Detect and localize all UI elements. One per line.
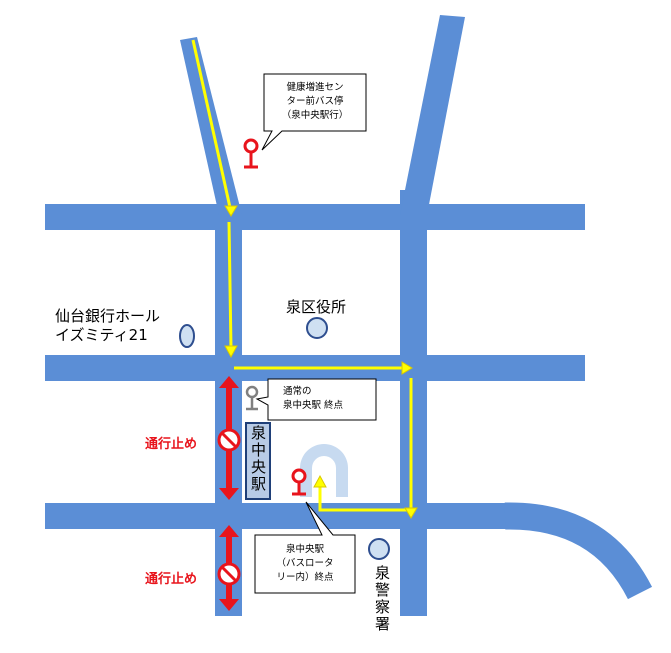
hall-label-line-2: イズミティ21 bbox=[55, 326, 148, 344]
callout-rotary-bubble bbox=[254, 501, 356, 594]
closure-label-lower: 通行止め bbox=[145, 572, 198, 587]
callout-normal-line-2: 泉中央駅 終点 bbox=[283, 400, 344, 411]
closure-label-upper: 通行止め bbox=[145, 437, 198, 452]
police-label: 泉警察署 bbox=[373, 565, 391, 633]
route-segment-back bbox=[318, 485, 408, 512]
callout-rotary-line-2: （バスロータ bbox=[276, 558, 334, 569]
closure-upper bbox=[217, 376, 241, 500]
callout-normal-bubble bbox=[255, 378, 377, 421]
route-segment-down bbox=[227, 221, 233, 350]
callout-kenko-line-1: 健康増進セン bbox=[286, 82, 344, 93]
callout-normal-text: 通常の 泉中央駅 終点 bbox=[283, 385, 343, 413]
callout-kenko-line-3: （泉中央駅行） bbox=[281, 110, 349, 121]
route-segment-diagonal bbox=[191, 39, 233, 213]
callout-kenko-line-2: ター前バス停 bbox=[286, 96, 344, 107]
landmark-circle-icon bbox=[368, 538, 390, 560]
bus-rotary bbox=[300, 444, 348, 497]
landmark-circle-icon bbox=[179, 324, 195, 348]
road-horizontal-bottom bbox=[45, 503, 515, 529]
station-label: 泉中央駅 bbox=[249, 425, 267, 493]
ward-office-label: 泉区役所 bbox=[286, 298, 347, 316]
callout-kenko-bubble bbox=[261, 73, 367, 151]
road-vertical-right bbox=[400, 190, 427, 616]
detour-route bbox=[191, 39, 413, 513]
road-horizontal-top bbox=[45, 204, 585, 230]
route-arrow-icon bbox=[224, 345, 238, 359]
road-curve-southeast bbox=[504, 502, 653, 600]
callout-normal-line-1: 通常の bbox=[283, 386, 312, 397]
station-box bbox=[245, 422, 271, 500]
callout-kenko-text: 健康増進セン ター前バス停 （泉中央駅行） bbox=[266, 81, 364, 123]
route-arrow-icon bbox=[224, 205, 238, 217]
callout-rotary-text: 泉中央駅 （バスロータ リー内）終点 bbox=[257, 543, 353, 585]
landmark-circle-icon bbox=[306, 317, 328, 339]
road-diagonal-northeast bbox=[400, 15, 465, 215]
bus-stop-pole-icon bbox=[243, 138, 259, 169]
hall-label: 仙台銀行ホール イズミティ21 bbox=[55, 307, 160, 345]
route-arrowheads bbox=[224, 205, 418, 519]
route-arrow-icon bbox=[401, 361, 413, 375]
closure-lower bbox=[217, 525, 241, 611]
route-arrow-icon bbox=[404, 507, 418, 519]
hall-label-line-1: 仙台銀行ホール bbox=[55, 307, 161, 325]
callout-rotary-line-1: 泉中央駅 bbox=[285, 544, 324, 555]
route-arrow-icon bbox=[313, 474, 327, 488]
closure-markers bbox=[217, 376, 241, 611]
callout-rotary-line-3: リー内）終点 bbox=[276, 572, 334, 583]
bus-stop-pole-icon bbox=[245, 385, 259, 411]
bus-stop-pole-icon bbox=[291, 468, 307, 496]
